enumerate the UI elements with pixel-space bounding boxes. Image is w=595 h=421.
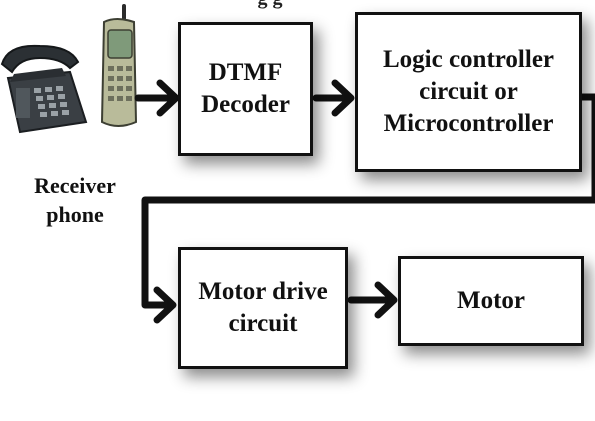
dtmf-decoder-box: DTMF Decoder [178, 22, 313, 156]
motor-drive-label: Motor drive circuit [198, 276, 327, 340]
dtmf-decoder-label: DTMF Decoder [201, 57, 290, 121]
motor-drive-line-2: circuit [228, 310, 298, 337]
dtmf-line-1: DTMF [208, 59, 283, 86]
desk-phone-handset [0, 44, 80, 74]
motor-drive-circuit-box: Motor drive circuit [178, 247, 348, 369]
logic-line-2: circuit or [419, 78, 518, 105]
arrow-logic-to-motor-drive [141, 93, 595, 324]
logic-controller-box: Logic controller circuit or Microcontrol… [355, 12, 582, 172]
phone-keys [108, 66, 132, 101]
receiver-line-2: phone [46, 201, 104, 227]
desk-telephone-icon [0, 44, 88, 134]
arrow-dtmf-to-logic [312, 79, 355, 117]
desk-phone-panel [16, 88, 30, 118]
logic-line-1: Logic controller [382, 46, 555, 73]
logic-line-3: Microcontroller [383, 110, 554, 137]
top-partial-text: g g [225, 0, 315, 9]
motor-drive-line-1: Motor drive [198, 278, 328, 305]
phone-screen [107, 29, 133, 59]
desk-phone-keypad [34, 86, 69, 117]
dtmf-line-2: Decoder [201, 91, 290, 118]
motor-label: Motor [456, 287, 526, 314]
mobile-phone-icon [100, 4, 138, 127]
arrow-motor-drive-to-motor [347, 281, 398, 319]
receiver-line-1: Receiver [34, 173, 116, 198]
arrow-receiver-to-dtmf [134, 79, 180, 117]
motor-box: Motor [398, 256, 584, 346]
logic-controller-label: Logic controller circuit or Microcontrol… [383, 44, 554, 140]
receiver-phone-label: Receiver phone [20, 172, 130, 229]
